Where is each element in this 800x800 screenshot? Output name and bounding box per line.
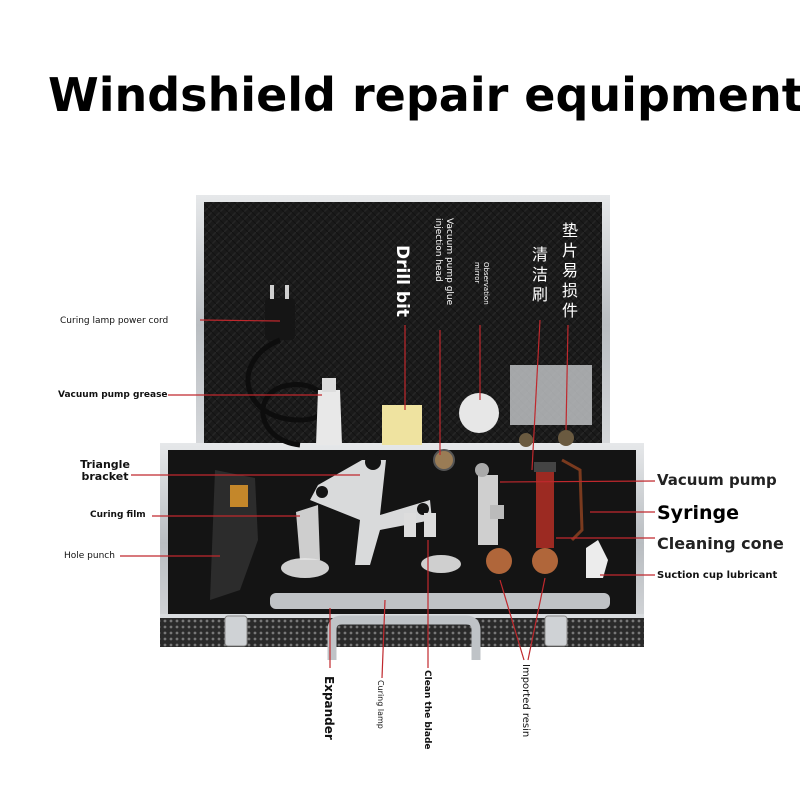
injection-head xyxy=(433,449,455,471)
page-title: Windshield repair equipment xyxy=(48,68,800,122)
drill-tool xyxy=(210,470,258,600)
label-vacuum-pump-grease: Vacuum pump grease xyxy=(58,390,168,400)
vacuum-pump xyxy=(475,463,504,545)
label-clean-the-blade: Clean the blade xyxy=(422,670,432,750)
label-cleaning-cone: Cleaning cone xyxy=(657,534,784,553)
label-triangle-bracket: Triangle bracket xyxy=(80,458,130,483)
label-syringe: Syringe xyxy=(657,502,739,524)
label-observation-mirror: Observation mirror xyxy=(473,262,490,305)
triangle-bracket xyxy=(310,454,432,565)
label-gasket-wear-parts: 垫片易损件 xyxy=(559,222,578,322)
label-cleaning-brush: 清洁刷 xyxy=(529,246,548,306)
label-curing-lamp-power-cord: Curing lamp power cord xyxy=(60,316,169,326)
gasket-bag xyxy=(510,365,592,425)
pointer-lines xyxy=(120,319,656,679)
label-suction-cup-lubricant: Suction cup lubricant xyxy=(657,570,778,581)
label-vacuum-pump: Vacuum pump xyxy=(657,471,777,489)
lubricant-bottle xyxy=(586,540,608,578)
label-curing-lamp: Curing lamp xyxy=(376,680,385,729)
drill-bit-card xyxy=(382,405,422,445)
curing-film xyxy=(296,505,320,560)
label-vacuum-pump-glue-injection-head: Vacuum pump glue injection head xyxy=(433,218,454,306)
syringe xyxy=(534,458,584,548)
label-curing-film: Curing film xyxy=(90,510,146,520)
label-drill-bit: Drill bit xyxy=(392,245,412,318)
observation-mirror xyxy=(459,393,499,433)
label-expander: Expander xyxy=(322,676,336,740)
grease-tube xyxy=(316,378,342,445)
label-hole-punch: Hole punch xyxy=(64,551,115,561)
curing-lamp-tube xyxy=(270,593,610,609)
label-imported-resin: Imported resin xyxy=(520,664,531,738)
